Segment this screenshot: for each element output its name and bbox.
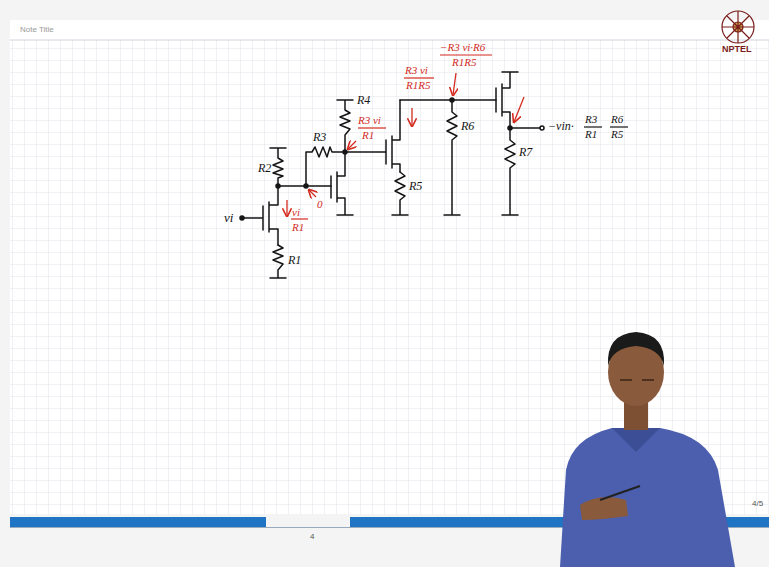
annotation-arrows (287, 73, 524, 216)
page-number: 4 (310, 533, 314, 542)
resistor-label: R4 (357, 94, 370, 107)
resistor-label: R2 (258, 162, 271, 175)
resistor-label: R3 (313, 131, 326, 144)
current-annotation: R1R5 (406, 79, 430, 91)
voltage-annotation: R1R5 (452, 56, 476, 68)
output-expression: R5 (611, 128, 623, 140)
output-expression: R3 (585, 113, 597, 125)
input-signal: vi (224, 211, 233, 225)
presenter-figure (560, 332, 735, 567)
note-title: Note Title (20, 26, 54, 35)
logo-text: NPTEL (722, 45, 752, 55)
circuit-schematic (240, 72, 544, 278)
current-annotation: R3 vi (405, 64, 428, 76)
voltage-annotation: R1 (362, 129, 374, 141)
page-count: 4/5 (752, 500, 763, 509)
fraction-bars (291, 55, 628, 219)
resistor-label: R7 (519, 146, 532, 159)
output-expression: R1 (585, 128, 597, 140)
nptel-logo (722, 11, 754, 43)
resistor-label: R5 (409, 180, 422, 193)
voltage-annotation: −R3 vi·R6 (440, 41, 485, 53)
voltage-annotation: 0 (317, 198, 323, 210)
current-annotation: R1 (292, 221, 304, 233)
resistor-label: R6 (461, 120, 474, 133)
output-expression: R6 (611, 113, 623, 125)
resistor-label: R1 (288, 254, 301, 267)
voltage-annotation: R3 vi (358, 114, 381, 126)
output-expression: −vin· (548, 120, 574, 133)
current-annotation: vi (292, 206, 300, 218)
header-rule (10, 40, 769, 41)
